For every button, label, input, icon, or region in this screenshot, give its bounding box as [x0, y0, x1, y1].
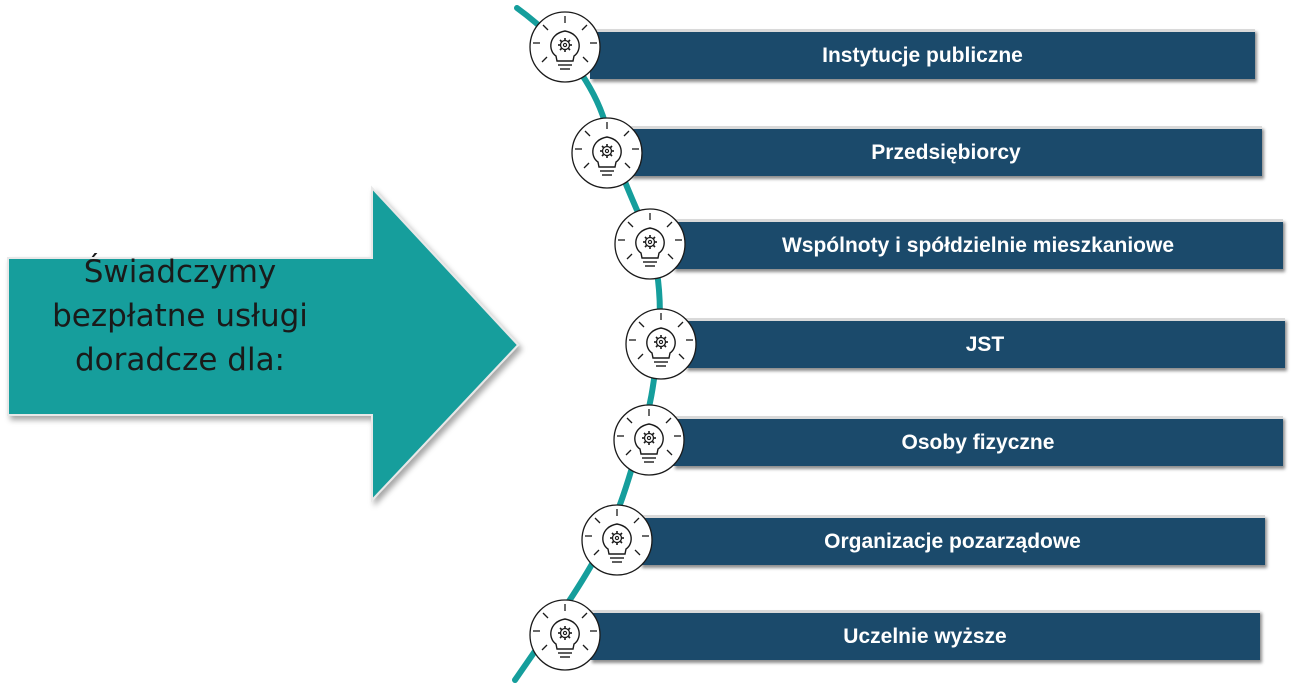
- lightbulb-gear-icon: [529, 11, 601, 83]
- item-label: Organizacje pozarządowe: [824, 529, 1081, 553]
- intro-line-1: Świadczymy: [83, 254, 277, 290]
- item-label: Osoby fizyczne: [901, 430, 1055, 454]
- intro-line-3: doradcze dla:: [74, 342, 286, 378]
- intro-line-2: bezpłatne usługi: [52, 298, 308, 334]
- item-bar-przedsiebiorcy: Przedsiębiorcy: [630, 126, 1262, 176]
- item-bar-wspolnoty: Wspólnoty i spółdzielnie mieszkaniowe: [673, 219, 1283, 269]
- intro-text: Świadczymy bezpłatne usługi doradcze dla…: [10, 250, 350, 382]
- item-bar-organizacje: Organizacje pozarządowe: [640, 515, 1265, 565]
- item-label: Przedsiębiorcy: [871, 140, 1021, 164]
- item-bar-osoby-fizyczne: Osoby fizyczne: [673, 416, 1283, 466]
- lightbulb-gear-icon: [529, 599, 601, 671]
- item-bar-uczelnie: Uczelnie wyższe: [590, 610, 1260, 660]
- item-label: JST: [965, 332, 1005, 356]
- lightbulb-gear-icon: [613, 404, 685, 476]
- arrow-shape: [7, 185, 520, 503]
- item-label: Wspólnoty i spółdzielnie mieszkaniowe: [781, 233, 1175, 257]
- item-bar-jst: JST: [685, 318, 1285, 368]
- lightbulb-gear-icon: [571, 117, 643, 189]
- item-bar-instytucje: Instytucje publiczne: [590, 29, 1255, 79]
- item-label: Instytucje publiczne: [822, 43, 1023, 67]
- lightbulb-gear-icon: [614, 208, 686, 280]
- item-label: Uczelnie wyższe: [843, 624, 1007, 648]
- lightbulb-gear-icon: [581, 504, 653, 576]
- lightbulb-gear-icon: [625, 308, 697, 380]
